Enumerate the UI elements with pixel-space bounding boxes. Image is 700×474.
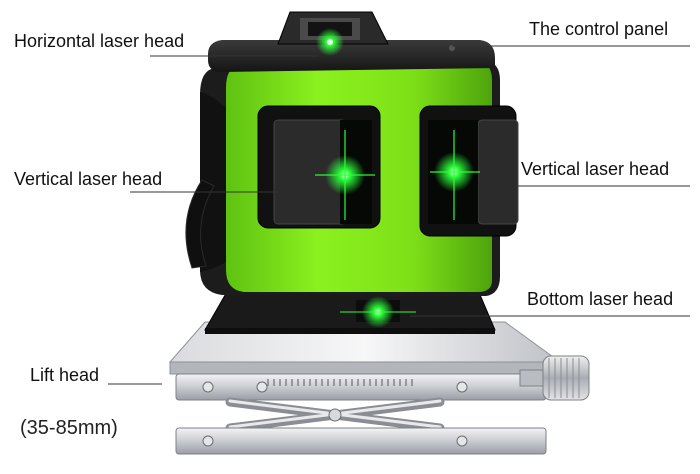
- vertical-laser-head-left: [257, 105, 381, 229]
- bottom-laser-head: [340, 296, 416, 328]
- label-lift-range: (35-85mm): [20, 417, 118, 439]
- label-control-panel: The control panel: [529, 19, 669, 39]
- lift-head-stand: [168, 321, 590, 455]
- vertical-laser-head-right: [419, 105, 519, 237]
- leader-lines: [108, 45, 690, 385]
- label-vertical-laser-head-right: Vertical laser head: [521, 159, 670, 179]
- horizontal-laser-head: [277, 11, 389, 56]
- label-bottom-laser-head: Bottom laser head: [527, 289, 674, 309]
- label-vertical-laser-head-left: Vertical laser head: [14, 169, 163, 189]
- label-lift-head: Lift head: [30, 365, 100, 385]
- label-horizontal-laser-head: Horizontal laser head: [14, 31, 185, 51]
